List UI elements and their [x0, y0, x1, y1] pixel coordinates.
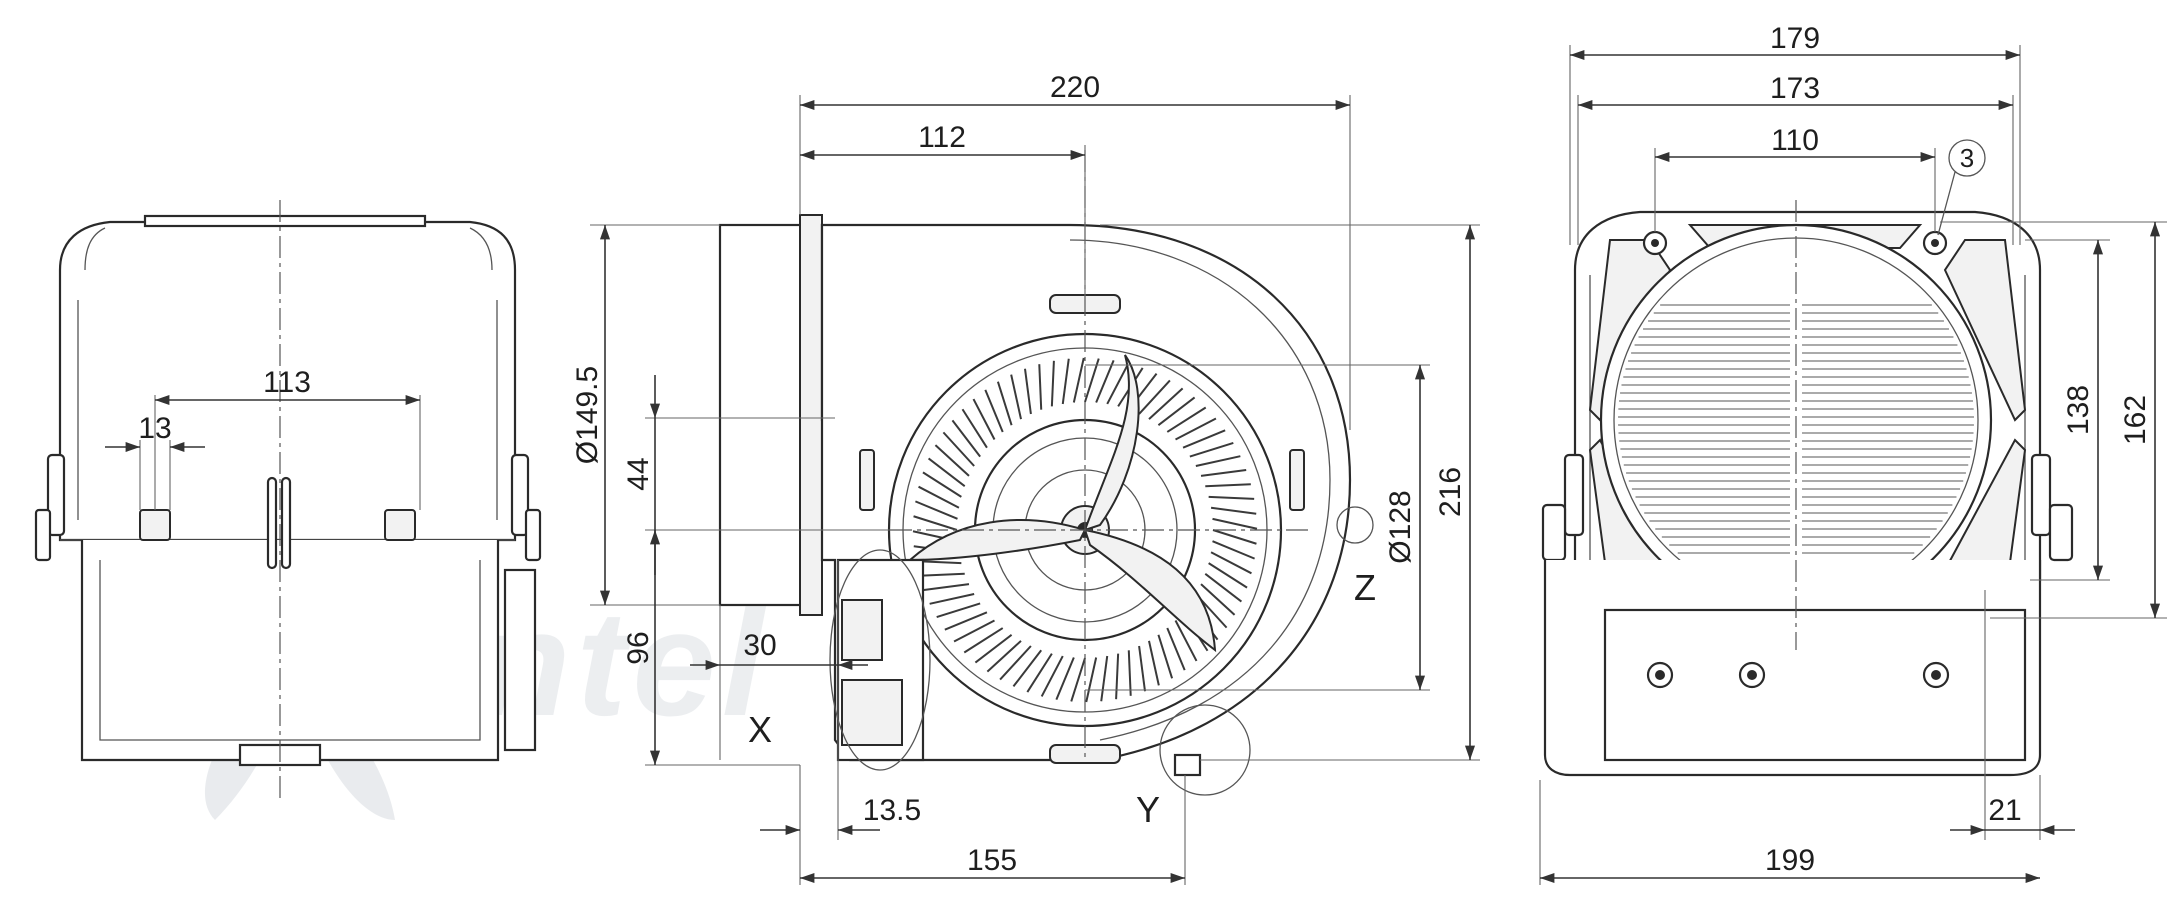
dim-113: 113	[263, 366, 311, 399]
dim-138: 138	[2062, 385, 2095, 435]
impeller-blades	[1618, 304, 1974, 554]
front-view: 220 112 Ø149.5 44 96 216 Ø128	[571, 71, 1480, 885]
dim-13-5: 13.5	[863, 794, 921, 827]
dim-96: 96	[622, 631, 655, 664]
dim-199: 199	[1765, 844, 1815, 877]
dim-173: 173	[1770, 72, 1820, 105]
inlet-view-right: 179 173 110 3 162 138 21 199	[1539, 22, 2167, 885]
detail-label-x: X	[748, 709, 772, 750]
callout-3: 3	[1960, 143, 1974, 173]
dim-179: 179	[1770, 22, 1820, 55]
dim-155: 155	[967, 844, 1017, 877]
detail-label-z: Z	[1354, 567, 1376, 608]
dim-44: 44	[622, 457, 655, 490]
dim-30: 30	[743, 629, 776, 662]
dim-162: 162	[2119, 395, 2152, 445]
dim-21: 21	[1988, 794, 2021, 827]
side-view-left: 113 13	[34, 200, 542, 800]
dim-110: 110	[1771, 124, 1819, 157]
bolt-icon	[1646, 661, 1950, 689]
dim-149-5: Ø149.5	[571, 366, 604, 464]
dim-112: 112	[918, 121, 966, 154]
impeller-fins	[912, 357, 1258, 703]
dim-13: 13	[138, 412, 171, 445]
dim-220: 220	[1050, 71, 1100, 104]
dim-128: Ø128	[1384, 490, 1417, 563]
dim-216: 216	[1434, 467, 1467, 517]
detail-label-y: Y	[1136, 789, 1160, 830]
